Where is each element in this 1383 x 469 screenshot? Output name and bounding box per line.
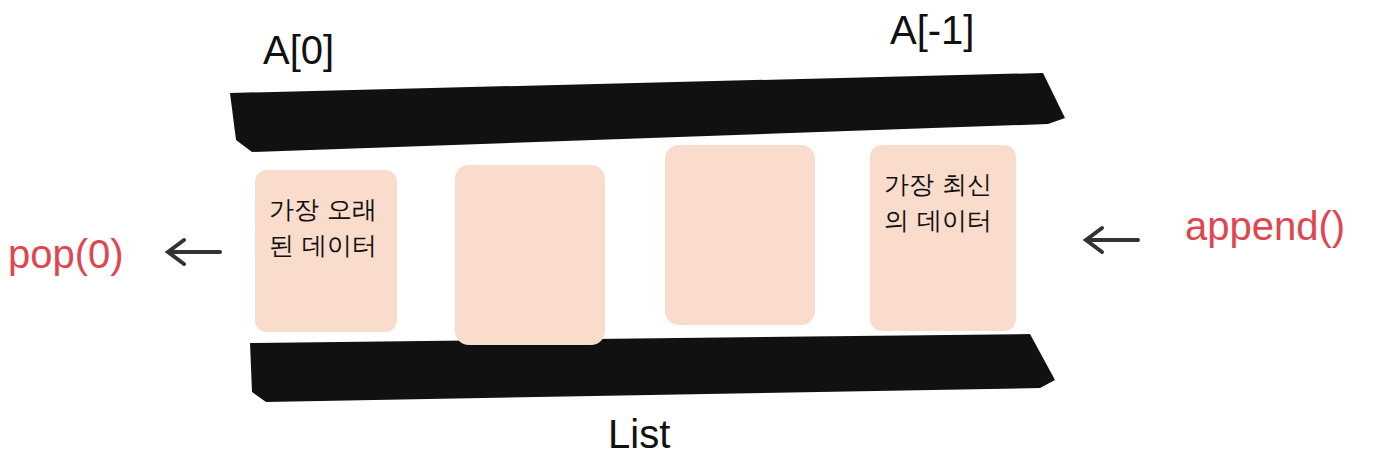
structure-label: List (608, 412, 670, 456)
tube-walls (230, 73, 1065, 402)
pop-arrow (168, 240, 220, 264)
index-label: A[-1] (890, 8, 974, 52)
top-wall (230, 73, 1065, 152)
data-slot: 가장 최신의 데이터 (870, 145, 1016, 331)
slot-text: 가장 오래된 데이터 (269, 192, 383, 265)
empty-slots (455, 145, 815, 345)
operation-label: pop(0) (8, 232, 124, 276)
empty-slot (455, 165, 605, 345)
operation-label: append() (1185, 204, 1345, 248)
index-label: A[0] (263, 28, 334, 72)
slot-text: 가장 최신의 데이터 (884, 167, 1002, 240)
data-slot: 가장 오래된 데이터 (255, 170, 397, 332)
append-arrow (1086, 228, 1138, 252)
bottom-wall (250, 334, 1055, 402)
empty-slot (665, 145, 815, 325)
